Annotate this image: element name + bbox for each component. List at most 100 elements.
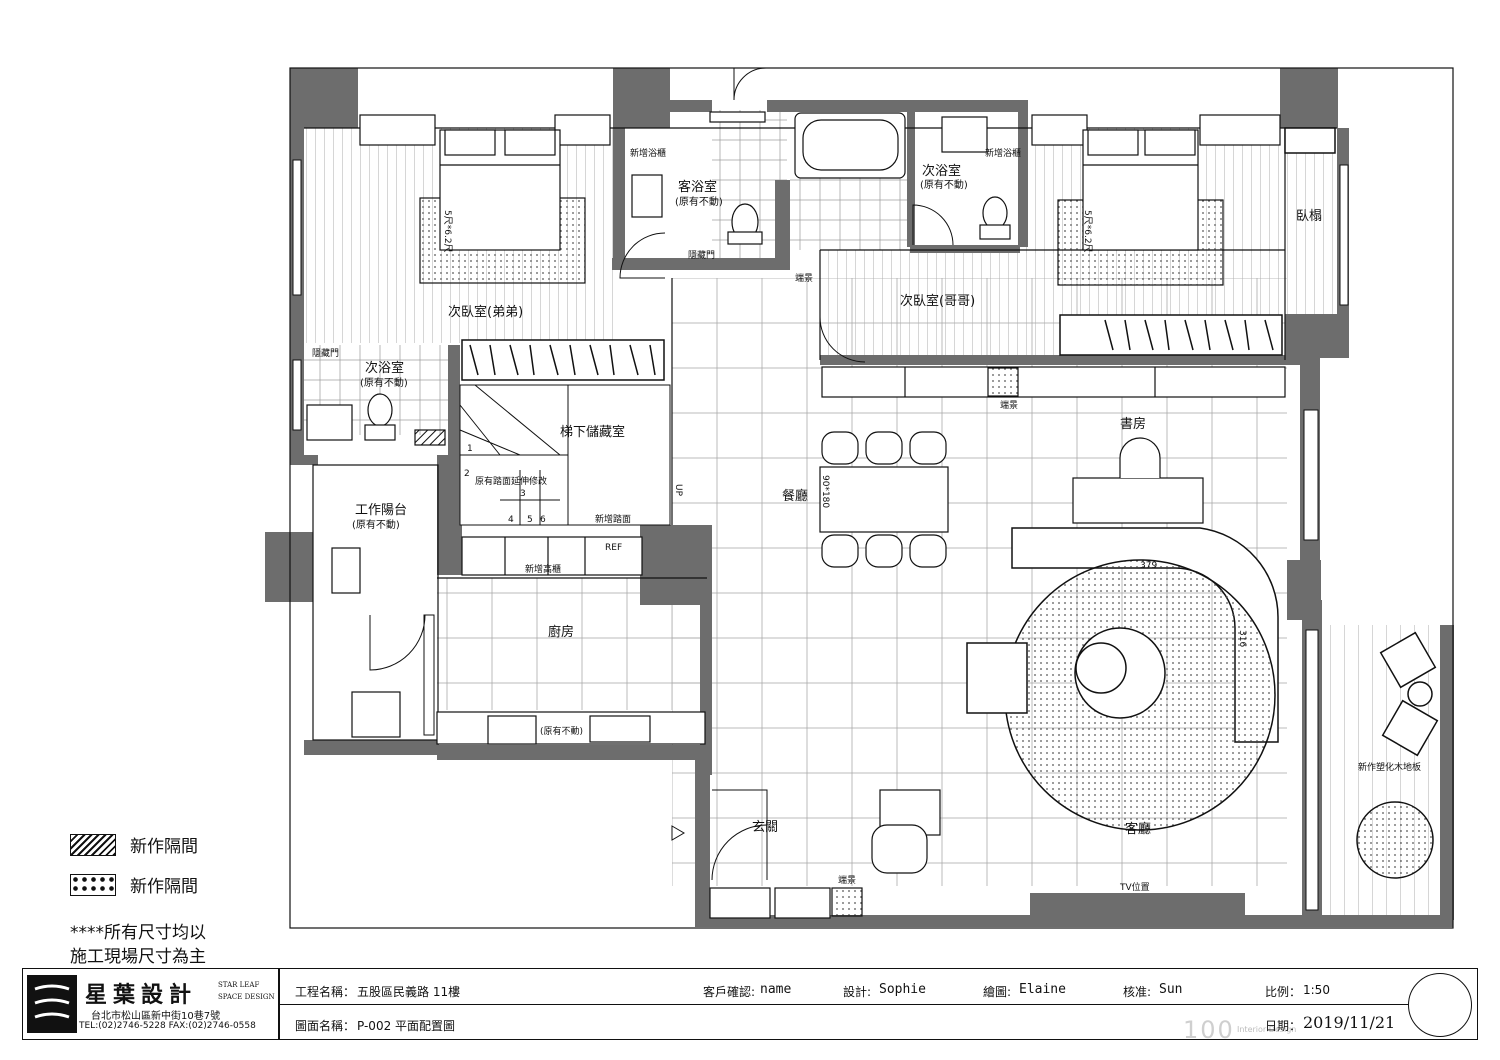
svg-text:90*180: 90*180 <box>820 475 830 508</box>
study-cabinet <box>821 366 1286 398</box>
svg-text:端景: 端景 <box>795 272 813 284</box>
label-bedroom-right: 次臥室(哥哥) <box>900 293 975 309</box>
watermark-number: 100 <box>1183 1016 1235 1044</box>
company-en-1: STAR LEAF <box>218 981 260 989</box>
svg-text:5尺*6.2尺: 5尺*6.2尺 <box>442 210 453 253</box>
svg-text:UP: UP <box>673 484 683 497</box>
svg-text:端景: 端景 <box>1000 399 1018 411</box>
svg-text:隱藏門: 隱藏門 <box>688 249 715 261</box>
label-foyer: 玄關 <box>752 820 778 835</box>
legend-label: 新作隔間 <box>130 877 198 897</box>
legend-swatch-dots <box>70 874 116 896</box>
note-line-1: ****所有尺寸均以 <box>70 923 206 943</box>
design-label: 設計: <box>843 985 872 999</box>
doors <box>369 67 954 881</box>
label-balcony-note: (原有不動) <box>352 518 400 531</box>
label-guest-bath-note: (原有不動) <box>675 195 723 208</box>
scale-value: 1:50 <box>1303 983 1330 997</box>
svg-text:379: 379 <box>1140 561 1157 571</box>
label-bedroom-left: 次臥室(弟弟) <box>448 304 523 320</box>
balcony-appliances <box>331 547 401 738</box>
guest-bath-fixtures <box>631 111 766 245</box>
svg-text:新作塑化木地板: 新作塑化木地板 <box>1358 761 1421 773</box>
design-value: Sophie <box>879 982 926 997</box>
date-value: 2019/11/21 <box>1303 1013 1396 1032</box>
stairs <box>459 384 671 526</box>
bed-left <box>359 114 611 284</box>
company-address: 台北市松山區新中街10巷7號 <box>91 1011 221 1022</box>
floor-plan: 次臥室(弟弟) 次臥室(哥哥) 次浴室 (原有不動) 客浴室 (原有不動) 次浴… <box>265 67 1454 929</box>
title-circle <box>1408 973 1472 1037</box>
svg-text:316: 316 <box>1237 630 1247 647</box>
project-value: 五股區民義路 11樓 <box>357 985 461 999</box>
tv-wall <box>1030 893 1245 915</box>
legend-swatch-hatch <box>70 834 116 856</box>
label-guest-bath: 客浴室 <box>678 179 717 195</box>
label-living: 客廳 <box>1125 821 1151 837</box>
wardrobe-right <box>1059 127 1336 356</box>
label-bath-right-note: (原有不動) <box>920 178 968 191</box>
title-block: 星葉設計 STAR LEAF SPACE DESIGN 台北市松山區新中街10巷… <box>22 968 1478 1044</box>
svg-text:1: 1 <box>467 444 473 454</box>
date-label: 日期： <box>1265 1019 1302 1033</box>
bed-right <box>1031 114 1281 286</box>
scale-label: 比例： <box>1265 985 1302 999</box>
svg-text:(原有不動): (原有不動) <box>540 725 583 737</box>
svg-text:3: 3 <box>520 489 526 499</box>
svg-text:新增高櫃: 新增高櫃 <box>525 563 561 575</box>
foyer <box>709 789 941 919</box>
bath-left-fixtures <box>306 393 446 446</box>
check-label: 核准: <box>1123 985 1152 999</box>
drawing-value: P-002 平面配置圖 <box>357 1019 456 1033</box>
floor-daybed <box>1285 128 1337 314</box>
floor-bath-right <box>790 165 910 250</box>
living-seating <box>966 527 1279 831</box>
label-bath-left: 次浴室 <box>365 360 404 376</box>
company-name: 星葉設計 <box>85 983 198 1008</box>
project-label: 工程名稱： <box>295 985 356 999</box>
svg-text:新增踏面: 新增踏面 <box>595 513 631 525</box>
svg-text:4: 4 <box>508 515 514 525</box>
client-label: 客戶確認: <box>703 985 756 999</box>
kitchen-counters <box>436 536 706 745</box>
watermark-text: Interior Design <box>1237 1025 1297 1034</box>
svg-text:5: 5 <box>527 515 533 525</box>
study-desk <box>1072 437 1204 524</box>
dining-set <box>819 431 949 568</box>
room-labels: 次臥室(弟弟) 次臥室(哥哥) 次浴室 (原有不動) 客浴室 (原有不動) 次浴… <box>352 163 1322 837</box>
label-study: 書房 <box>1120 416 1146 432</box>
label-bath-left-note: (原有不動) <box>360 376 408 389</box>
client-value: name <box>760 982 792 997</box>
svg-text:新增浴櫃: 新增浴櫃 <box>630 147 666 159</box>
draw-label: 繪圖: <box>983 985 1012 999</box>
label-stair-storage: 梯下儲藏室 <box>560 424 625 440</box>
label-kitchen: 廚房 <box>548 624 574 640</box>
annotations: 新增浴櫃 新增浴櫃 隱藏門 隱藏門 5尺*6.2尺 5尺*6.2尺 端景 端景 … <box>312 147 1421 893</box>
legend-label: 新作隔間 <box>130 837 198 857</box>
company-en-2: SPACE DESIGN <box>218 993 275 1001</box>
label-balcony: 工作陽台 <box>355 503 407 518</box>
svg-text:新增浴櫃: 新增浴櫃 <box>985 147 1021 159</box>
wardrobe-left <box>461 339 665 381</box>
company-logo <box>27 975 77 1033</box>
divider <box>278 1004 1408 1005</box>
company-contact: TEL:(02)2746-5228 FAX:(02)2746-0558 <box>79 1021 256 1031</box>
terrace-chairs <box>1356 631 1439 879</box>
svg-text:原有踏面延伸修改: 原有踏面延伸修改 <box>475 475 547 487</box>
entry-arrow-icon <box>671 825 685 841</box>
svg-text:端景: 端景 <box>838 874 856 886</box>
drawing-label: 圖面名稱： <box>295 1019 356 1033</box>
svg-text:6: 6 <box>540 515 546 525</box>
svg-text:2: 2 <box>464 469 470 479</box>
svg-text:REF: REF <box>605 543 622 553</box>
note-line-2: 施工現場尺寸為主 <box>70 947 206 967</box>
check-value: Sun <box>1159 982 1183 997</box>
svg-text:TV位置: TV位置 <box>1119 881 1150 893</box>
svg-text:5尺*6.2尺: 5尺*6.2尺 <box>1082 210 1093 253</box>
label-daybed: 臥榻 <box>1296 209 1322 224</box>
label-dining: 餐廳 <box>782 488 808 504</box>
label-bath-right: 次浴室 <box>922 163 961 179</box>
bath-right-fixtures <box>794 112 1011 240</box>
svg-text:隱藏門: 隱藏門 <box>312 347 339 359</box>
draw-value: Elaine <box>1019 982 1066 997</box>
